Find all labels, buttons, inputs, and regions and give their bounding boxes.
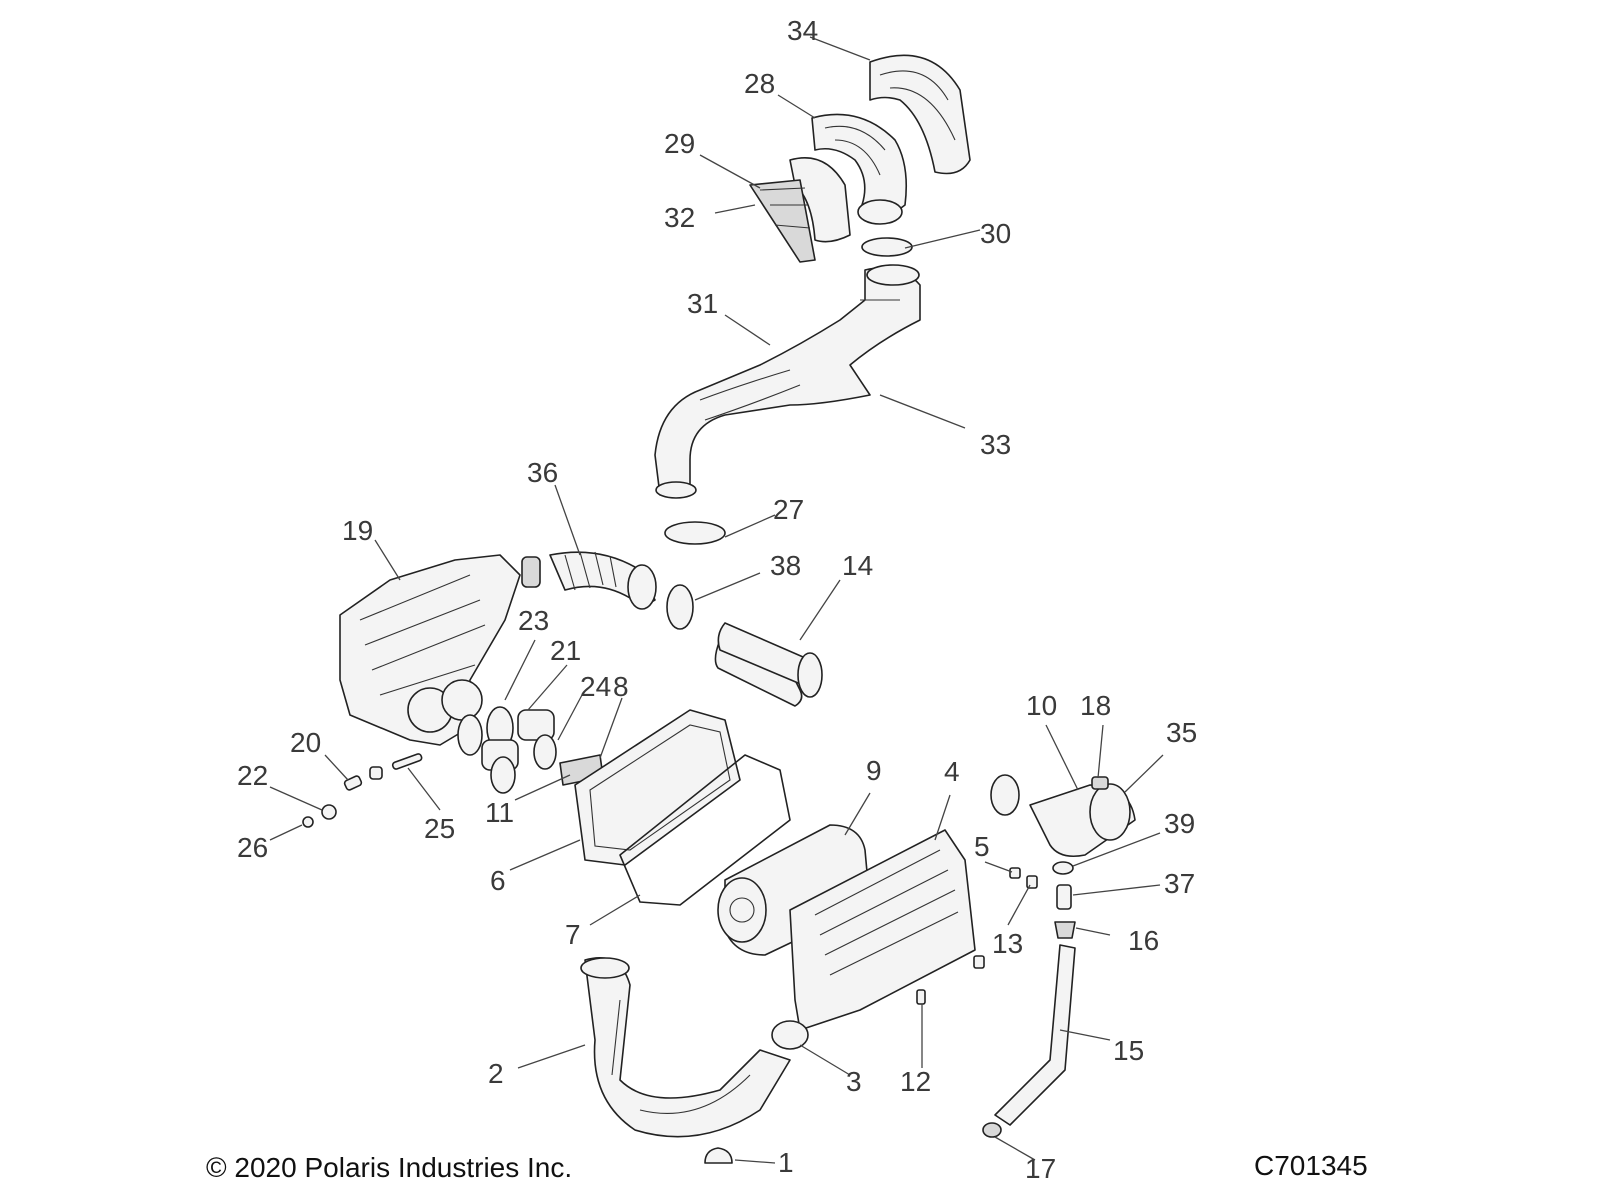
callout-14: 14 — [842, 550, 873, 581]
callout-36: 36 — [527, 457, 558, 488]
part-17-clamp — [982, 1122, 1002, 1138]
part-27-clamp — [664, 521, 726, 545]
callout-10: 10 — [1026, 690, 1057, 721]
callout-18: 18 — [1080, 690, 1111, 721]
callout-29: 29 — [664, 128, 695, 159]
callout-4: 4 — [944, 756, 960, 787]
part-9-air-filter — [717, 824, 871, 956]
part-28-elbow-duct — [811, 113, 908, 225]
callout-22: 22 — [237, 760, 268, 791]
part-37-drain-valve — [1052, 861, 1076, 939]
part-1-cap — [704, 1147, 733, 1164]
callout-20: 20 — [290, 727, 321, 758]
callout-32: 32 — [664, 202, 695, 233]
leader-lines — [269, 36, 1164, 1164]
part-15-drain-hose — [994, 944, 1076, 1126]
part-fasteners-20-22-25-26 — [302, 753, 423, 828]
part-38-clamp — [666, 584, 694, 630]
callout-27: 27 — [773, 494, 804, 525]
part-3-coupler — [771, 1020, 809, 1050]
callout-38: 38 — [770, 550, 801, 581]
part-31-main-intake-tube — [654, 264, 921, 499]
callout-23: 23 — [518, 605, 549, 636]
callout-3: 3 — [846, 1066, 862, 1097]
callout-24: 24 — [580, 671, 611, 702]
callout-6: 6 — [490, 865, 506, 896]
callout-7: 7 — [565, 919, 581, 950]
callout-33: 33 — [980, 429, 1011, 460]
callout-13: 13 — [992, 928, 1023, 959]
part-2-intake-tube — [580, 956, 791, 1138]
part-35-outlet-elbow — [990, 774, 1136, 858]
callout-30: 30 — [980, 218, 1011, 249]
callout-9: 9 — [866, 755, 882, 786]
callout-35: 35 — [1166, 717, 1197, 748]
callout-37: 37 — [1164, 868, 1195, 899]
callout-8: 8 — [613, 671, 629, 702]
callout-12: 12 — [900, 1066, 931, 1097]
callout-16: 16 — [1128, 925, 1159, 956]
part-12-screw — [916, 989, 926, 1005]
callout-31: 31 — [687, 288, 718, 319]
part-6-airbox-lid — [574, 709, 741, 866]
part-4-airbox-base — [789, 829, 976, 1031]
part-19-airbox-cover — [339, 554, 521, 746]
part-7-gasket — [619, 754, 791, 906]
part-14-pre-filter-sleeve — [714, 622, 823, 707]
callout-2: 2 — [488, 1058, 504, 1089]
callout-28: 28 — [744, 68, 775, 99]
callout-19: 19 — [342, 515, 373, 546]
copyright-notice: © 2020 Polaris Industries Inc. — [206, 1152, 573, 1183]
callout-34: 34 — [787, 15, 818, 46]
callout-25: 25 — [424, 813, 455, 844]
callout-26: 26 — [237, 832, 268, 863]
callout-17: 17 — [1025, 1153, 1056, 1184]
part-21-coupler-set — [457, 706, 557, 794]
part-30-clamp-ring — [861, 237, 913, 257]
callout-1: 1 — [778, 1147, 794, 1178]
callout-5: 5 — [974, 831, 990, 862]
diagram-code: C701345 — [1254, 1150, 1368, 1181]
part-34-outer-duct-cover — [869, 54, 971, 175]
part-36-flex-hose — [521, 551, 657, 610]
callout-21: 21 — [550, 635, 581, 666]
callout-15: 15 — [1113, 1035, 1144, 1066]
part-29-shield-bracket — [749, 156, 851, 263]
callout-numbers: 1 2 3 4 5 6 7 8 9 10 11 12 13 14 15 16 1… — [237, 15, 1197, 1184]
callout-39: 39 — [1164, 808, 1195, 839]
callout-11: 11 — [485, 797, 514, 828]
